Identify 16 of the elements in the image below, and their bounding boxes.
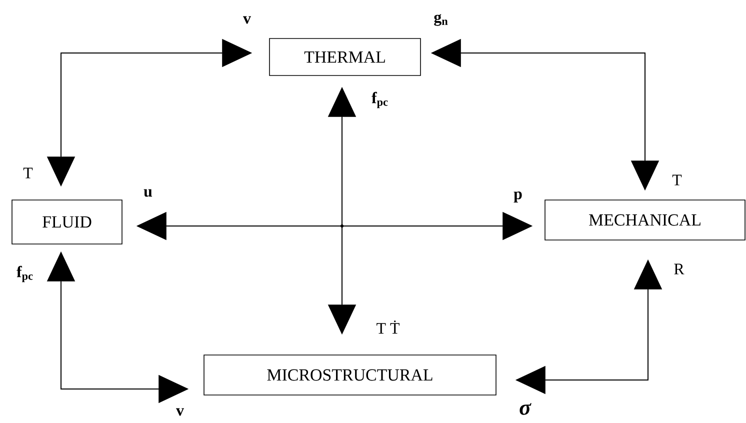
symbol-label: σ bbox=[520, 403, 532, 415]
process-box: MICROSTRUCTURAL bbox=[204, 354, 496, 396]
symbol-label: u bbox=[144, 189, 152, 197]
symbol-label: f$_{pc}$ bbox=[16, 266, 33, 282]
symbol-label: v bbox=[176, 408, 184, 416]
symbol-label: T Ṫ bbox=[376, 320, 400, 334]
symbol-label: g$_{n}$ bbox=[434, 14, 448, 26]
symbol-label: T bbox=[672, 174, 682, 186]
process-box: THERMAL bbox=[269, 38, 421, 76]
process-box: MECHANICAL bbox=[544, 200, 746, 240]
symbol-label: f$_{pc}$ bbox=[372, 92, 388, 108]
symbol-label: R bbox=[674, 264, 684, 274]
process-box: FLUID bbox=[12, 200, 122, 244]
symbol-label: T bbox=[23, 168, 33, 178]
symbol-label: p bbox=[514, 192, 522, 202]
symbol-label: v bbox=[243, 16, 251, 24]
